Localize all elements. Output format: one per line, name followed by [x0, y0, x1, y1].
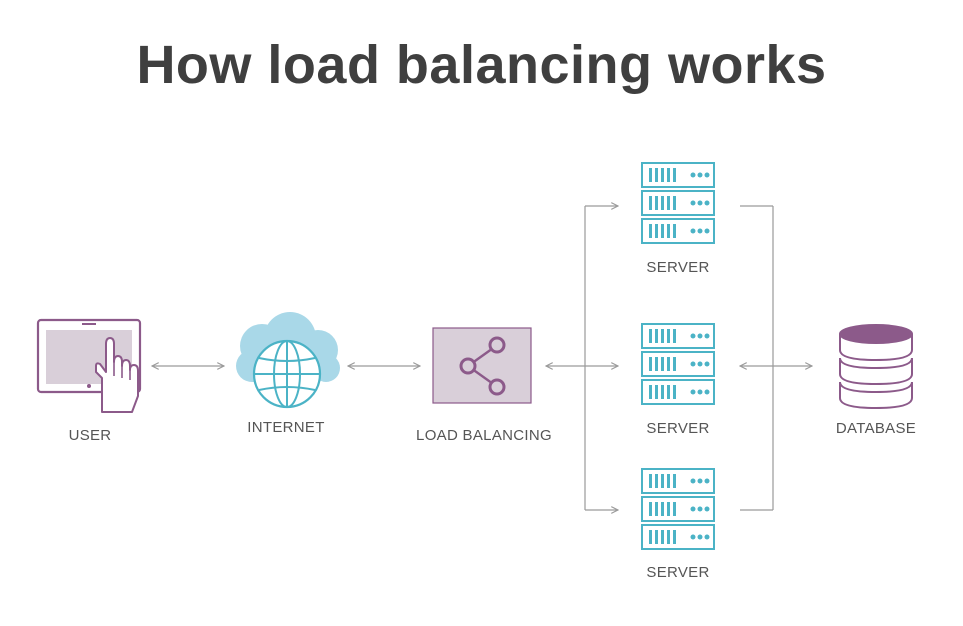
connector-servers-database — [740, 205, 812, 511]
user-label: USER — [69, 427, 112, 444]
server-top-label: SERVER — [646, 259, 709, 276]
page-title: How load balancing works — [136, 35, 827, 95]
cloud-globe-icon — [236, 312, 340, 409]
load-balancing-label: LOAD BALANCING — [416, 427, 552, 444]
server-rack-icon — [641, 162, 715, 244]
database-cylinder-icon — [839, 324, 913, 410]
share-node-icon — [432, 327, 532, 404]
server-rack-icon — [641, 468, 715, 550]
connector-loadbalancer-servers — [546, 206, 618, 510]
tablet-touch-icon — [36, 318, 142, 413]
server-middle-label: SERVER — [646, 420, 709, 437]
internet-label: INTERNET — [247, 419, 324, 436]
server-rack-icon — [641, 323, 715, 405]
server-bottom-label: SERVER — [646, 564, 709, 581]
database-label: DATABASE — [836, 420, 916, 437]
